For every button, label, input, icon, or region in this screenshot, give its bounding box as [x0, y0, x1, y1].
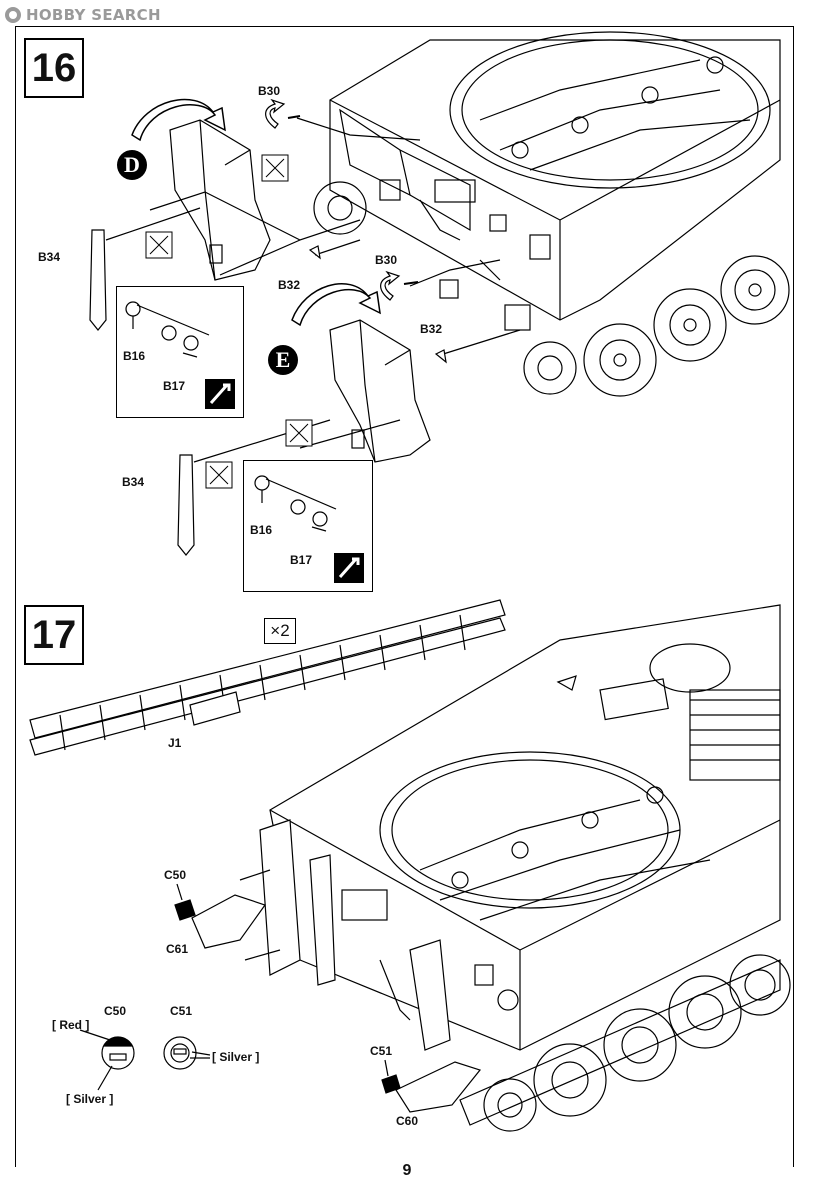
label-b30-mid: B30 — [375, 253, 398, 267]
paint-silver-left-label: [ Silver ] — [66, 1092, 114, 1106]
label-b30-top: B30 — [258, 84, 281, 98]
rotate-arrow-d-icon — [131, 98, 226, 142]
b34-top-part-icon — [89, 229, 107, 331]
label-c61: C61 — [166, 942, 189, 956]
label-c60: C60 — [396, 1114, 419, 1128]
page-frame — [15, 26, 794, 1167]
c50-detail-icon — [79, 1029, 135, 1091]
turn-arrow-b30-top-icon — [265, 98, 286, 129]
reverse-side-icon — [205, 379, 235, 409]
step-16-number: 16 — [24, 38, 84, 98]
marker-d: D — [117, 150, 147, 180]
label-c50-main: C50 — [164, 868, 187, 882]
label-b16-top: B16 — [123, 349, 146, 363]
road-wheels-icon — [313, 181, 790, 397]
detail-box-bottom: B16 B17 — [243, 460, 373, 592]
label-b34-bottom: B34 — [122, 475, 145, 489]
mudguard-bracket-e-icon — [329, 319, 431, 463]
c60-mudflap-icon — [395, 1061, 482, 1113]
b34-bottom-part-icon — [177, 454, 195, 556]
track-links-icon — [29, 599, 506, 756]
rotate-arrow-e-icon — [291, 283, 381, 327]
label-b17-top: B17 — [163, 379, 186, 393]
no-glue-icon — [145, 154, 313, 489]
b16-b17-parts-icon — [125, 301, 210, 358]
paint-silver-right-label: [ Silver ] — [212, 1050, 260, 1064]
paint-red-label: [ Red ] — [52, 1018, 90, 1032]
page-number: 9 — [402, 1162, 412, 1179]
label-b16-bottom: B16 — [250, 523, 273, 537]
road-wheels-icon — [459, 954, 791, 1132]
label-c50-detail: C50 — [104, 1004, 127, 1018]
label-b17-bottom: B17 — [290, 553, 313, 567]
step-17-number: 17 — [24, 605, 84, 665]
watermark-text: HOBBY SEARCH — [26, 6, 161, 24]
hull-fittings-icon — [379, 179, 551, 331]
label-c51-detail: C51 — [170, 1004, 193, 1018]
label-b32-right: B32 — [420, 322, 443, 336]
multiplier-badge: ×2 — [264, 618, 296, 644]
reverse-side-icon — [334, 553, 364, 583]
c51-light-icon — [381, 1074, 401, 1094]
label-b34-top: B34 — [38, 250, 61, 264]
b16-b17-parts-icon — [254, 475, 337, 532]
hobby-search-logo-icon — [5, 7, 21, 23]
label-c51-main: C51 — [370, 1044, 393, 1058]
label-b32-left: B32 — [278, 278, 301, 292]
c51-detail-icon — [163, 1036, 211, 1070]
watermark: HOBBY SEARCH — [4, 4, 161, 26]
c50-light-icon — [174, 899, 196, 921]
detail-box-top: B16 B17 — [116, 286, 244, 418]
c61-mudflap-icon — [191, 894, 266, 949]
label-j1: J1 — [168, 736, 182, 750]
rear-brackets-icon — [239, 819, 519, 1051]
turn-arrow-b30-mid-icon — [380, 270, 401, 301]
hull-upper-icon — [329, 31, 781, 321]
marker-e: E — [268, 345, 298, 375]
